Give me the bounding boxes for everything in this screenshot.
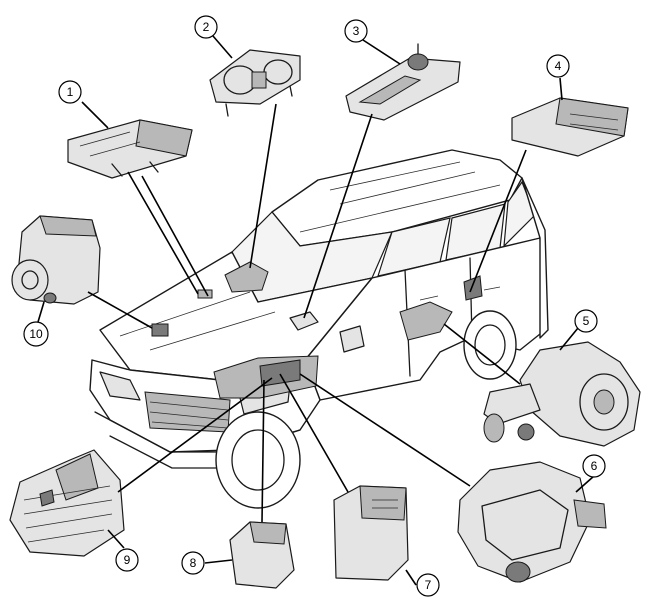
component-3-gear-selector: [345, 43, 461, 121]
callout-number: 3: [353, 24, 360, 38]
callout-7: 7: [416, 573, 440, 597]
component-5-rear-differential: [483, 341, 641, 447]
component-6-transfer-box: [457, 461, 607, 583]
leader-line-9: [107, 529, 125, 549]
callout-9: 9: [115, 548, 139, 572]
callouts: 1 2 3 4 5 6 7 8: [23, 15, 606, 597]
callout-number: 10: [29, 327, 43, 341]
component-9-valve-body: [9, 449, 125, 557]
callout-6: 6: [582, 454, 606, 478]
callout-4: 4: [546, 54, 570, 78]
leader-line-3: [362, 39, 401, 65]
leader-line-10: [37, 301, 45, 323]
callout-number: 1: [67, 85, 74, 99]
callout-3: 3: [344, 19, 368, 43]
leader-line-7: [405, 569, 417, 586]
callout-1: 1: [58, 80, 82, 104]
leader-line-2: [212, 35, 233, 59]
callout-number: 9: [124, 553, 131, 567]
component-4-control-module: [511, 97, 629, 157]
callout-5: 5: [574, 309, 598, 333]
callout-2: 2: [194, 15, 218, 39]
leader-line-4: [559, 77, 563, 101]
rear-wheel: [463, 310, 517, 380]
component-8-control-module: [229, 521, 295, 589]
component-7-control-module: [333, 485, 409, 581]
callout-number: 7: [425, 578, 432, 592]
callout-number: 5: [583, 314, 590, 328]
leader-line-6: [575, 475, 595, 493]
front-wheel: [215, 411, 301, 509]
callout-number: 6: [591, 459, 598, 473]
leader-lines: [37, 35, 595, 586]
callout-number: 8: [190, 556, 197, 570]
leader-line-8: [204, 559, 233, 564]
callout-8: 8: [181, 551, 205, 575]
leader-line-5: [559, 327, 579, 351]
component-2-instrument-cluster: [209, 49, 301, 117]
vehicle-illustration: [89, 149, 549, 509]
component-10-abs-modulator: [11, 215, 101, 305]
component-1-control-module: [67, 119, 193, 179]
callout-number: 2: [203, 20, 210, 34]
callout-number: 4: [555, 59, 562, 73]
leader-line-1: [81, 101, 109, 129]
callout-10: 10: [23, 321, 49, 347]
